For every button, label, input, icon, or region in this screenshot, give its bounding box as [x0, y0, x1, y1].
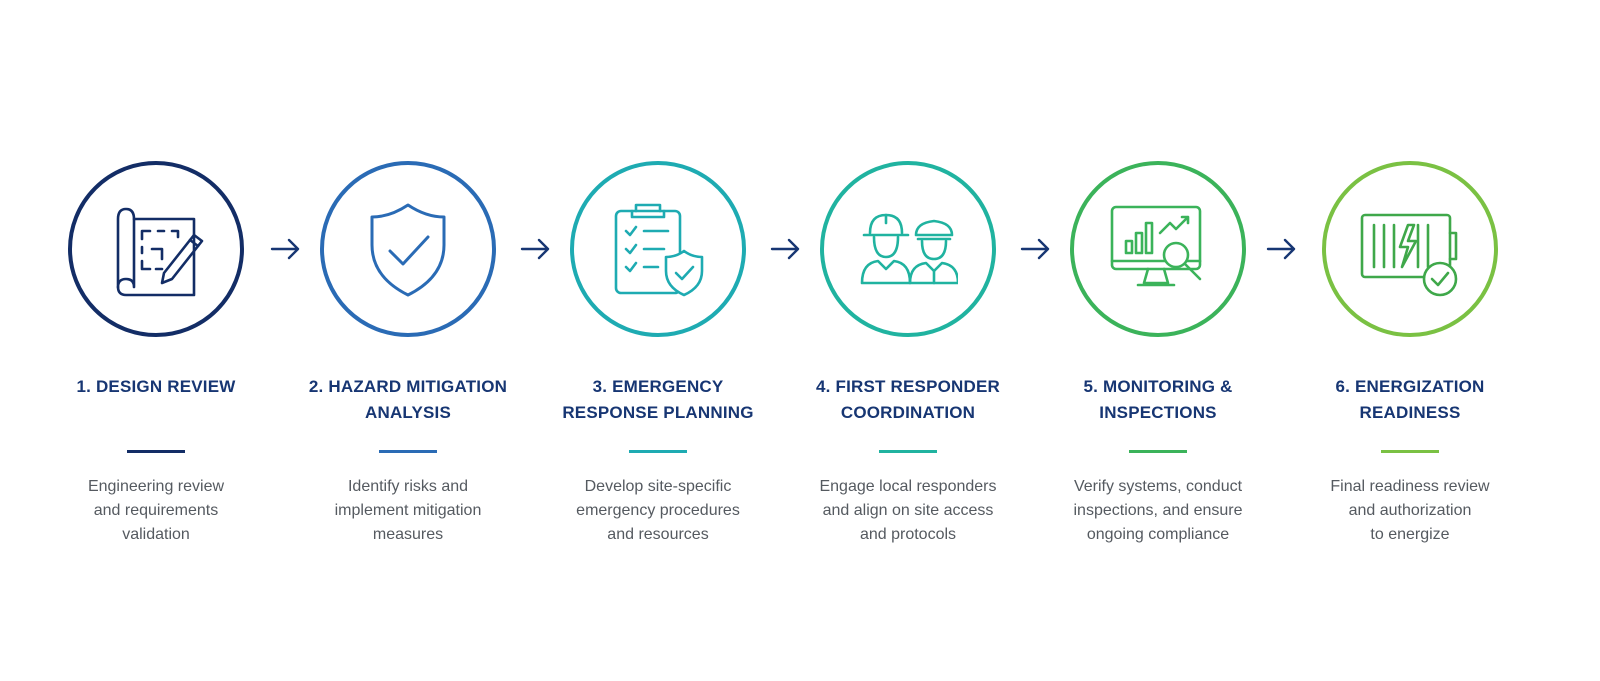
step-circle — [1321, 160, 1499, 338]
step-description-line: and protocols — [859, 526, 957, 543]
step-title-line: RESPONSE PLANNING — [562, 403, 754, 422]
step-title: 1. DESIGN REVIEW — [36, 374, 276, 426]
step-description-line: Develop site-specific — [584, 478, 732, 495]
arrow-right-icon — [770, 238, 800, 260]
step-circle — [569, 160, 747, 338]
battery-check-icon — [1360, 213, 1458, 297]
step-title-line: INSPECTIONS — [1099, 403, 1217, 422]
step-description: Develop site-specific emergency procedur… — [538, 475, 778, 547]
step-emergency-response-planning: 3. EMERGENCY RESPONSE PLANNING Develop s… — [538, 160, 778, 547]
step-divider — [1129, 450, 1187, 453]
step-hazard-mitigation-analysis: 2. HAZARD MITIGATION ANALYSIS Identify r… — [288, 160, 528, 547]
step-circle — [319, 160, 497, 338]
first-responders-icon — [860, 213, 958, 285]
step-title-line: 2. HAZARD MITIGATION — [308, 377, 508, 396]
step-title-line: READINESS — [1359, 403, 1461, 422]
arrow-right-icon — [270, 238, 300, 260]
step-description-line: and align on site access — [822, 502, 994, 519]
arrow-right-icon — [520, 238, 550, 260]
step-monitoring-inspections: 5. MONITORING & INSPECTIONS Verify syste… — [1038, 160, 1278, 547]
step-divider — [1381, 450, 1439, 453]
step-energization-readiness: 6. ENERGIZATION READINESS Final readines… — [1290, 160, 1530, 547]
step-title-line: 4. FIRST RESPONDER — [815, 377, 1001, 396]
blueprint-pencil-icon — [116, 207, 204, 297]
step-circle — [819, 160, 997, 338]
monitor-magnifier-icon — [1110, 205, 1202, 287]
step-circle — [1069, 160, 1247, 338]
step-description: Engage local responders and align on sit… — [788, 475, 1028, 547]
clipboard-shield-icon — [614, 203, 704, 297]
step-title-line: 3. EMERGENCY — [592, 377, 724, 396]
step-title-line: ANALYSIS — [365, 403, 451, 422]
step-description-line: Verify systems, conduct — [1073, 478, 1243, 495]
step-circle — [67, 160, 245, 338]
step-description-line: Identify risks and — [347, 478, 469, 495]
step-description-line: Engage local responders — [819, 478, 997, 495]
step-description: Verify systems, conduct inspections, and… — [1038, 475, 1278, 547]
step-title-line: 1. DESIGN REVIEW — [76, 377, 236, 396]
step-description-line: to energize — [1370, 526, 1450, 543]
step-divider — [379, 450, 437, 453]
step-description-line: and authorization — [1348, 502, 1472, 519]
step-description: Identify risks and implement mitigation … — [288, 475, 528, 547]
step-title: 5. MONITORING & INSPECTIONS — [1038, 374, 1278, 426]
step-title: 3. EMERGENCY RESPONSE PLANNING — [538, 374, 778, 426]
step-description-line: inspections, and ensure — [1073, 502, 1243, 519]
step-title-line: COORDINATION — [840, 403, 976, 422]
arrow-right-icon — [1266, 238, 1296, 260]
step-description-line: and requirements — [93, 502, 219, 519]
step-description-line: implement mitigation — [334, 502, 482, 519]
step-title: 4. FIRST RESPONDER COORDINATION — [788, 374, 1028, 426]
step-description: Engineering review and requirements vali… — [36, 475, 276, 547]
step-description-line: validation — [122, 526, 190, 543]
step-design-review: 1. DESIGN REVIEW Engineering review and … — [36, 160, 276, 547]
step-description-line: emergency procedures — [576, 502, 740, 519]
step-divider — [629, 450, 687, 453]
step-description-line: Engineering review — [87, 478, 225, 495]
step-first-responder-coordination: 4. FIRST RESPONDER COORDINATION Engage l… — [788, 160, 1028, 547]
step-description-line: and resources — [607, 526, 709, 543]
step-title-line: 5. MONITORING & — [1083, 377, 1233, 396]
step-title-line: 6. ENERGIZATION — [1335, 377, 1485, 396]
step-title: 6. ENERGIZATION READINESS — [1290, 374, 1530, 426]
shield-check-icon — [370, 203, 446, 297]
arrow-right-icon — [1020, 238, 1050, 260]
step-divider — [127, 450, 185, 453]
step-description-line: measures — [372, 526, 444, 543]
step-description: Final readiness review and authorization… — [1290, 475, 1530, 547]
step-divider — [879, 450, 937, 453]
step-description-line: Final readiness review — [1330, 478, 1490, 495]
step-description-line: ongoing compliance — [1086, 526, 1230, 543]
step-title: 2. HAZARD MITIGATION ANALYSIS — [288, 374, 528, 426]
